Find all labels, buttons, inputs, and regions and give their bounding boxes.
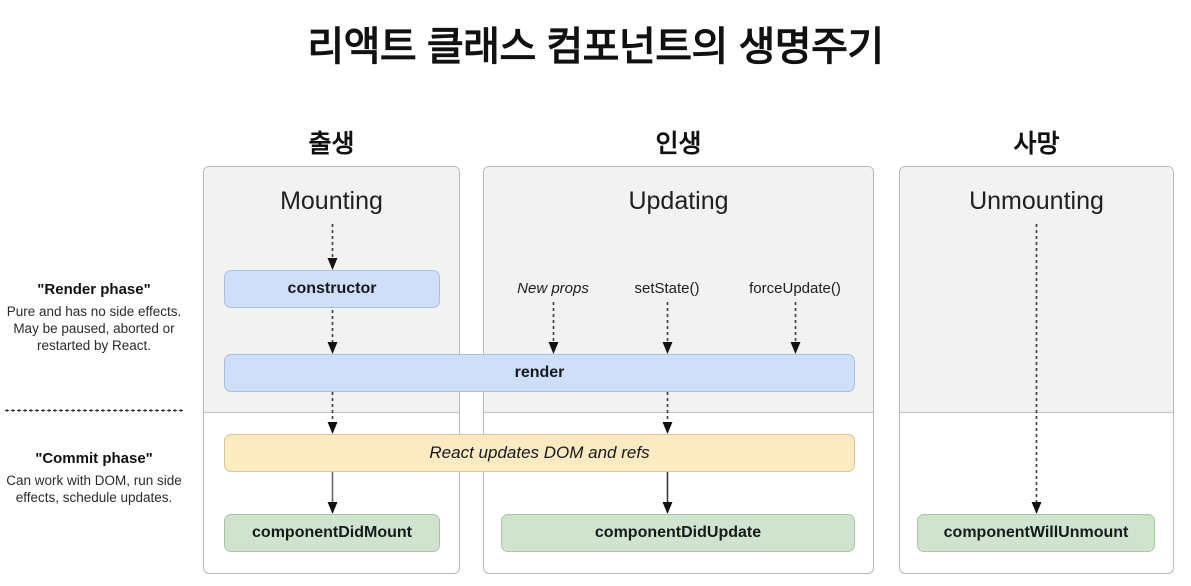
arrow-unmounting-to-component-will-unmount	[1030, 224, 1043, 515]
panel-unmounting-title: Unmounting	[969, 187, 1104, 215]
panel-updating-title: Updating	[628, 187, 729, 215]
page-title: 리액트 클래스 컴포넌트의 생명주기	[307, 25, 884, 69]
arrow-react-updates-to-component-did-mount	[326, 472, 339, 515]
render-phase-note: "Render phase" Pure and has no side effe…	[0, 281, 188, 354]
column-caption-life: 인생	[655, 130, 702, 158]
commit-phase-note-body: Can work with DOM, run side effects, sch…	[6, 473, 182, 505]
trigger-label-set-state: setState()	[634, 280, 700, 297]
panel-mounting-title: Mounting	[280, 187, 383, 215]
render-phase-note-body: Pure and has no side effects. May be pau…	[6, 304, 182, 353]
render-phase-note-title: "Render phase"	[37, 281, 151, 298]
lifecycle-box-component-will-unmount[interactable]: componentWillUnmount	[917, 514, 1155, 552]
commit-phase-note: "Commit phase" Can work with DOM, run si…	[0, 450, 188, 506]
lifecycle-box-react-updates-dom-and-refs[interactable]: React updates DOM and refs	[224, 434, 855, 472]
arrow-mounting-to-constructor	[326, 224, 339, 271]
trigger-label-new-props: New props	[517, 280, 589, 297]
lifecycle-box-component-did-mount[interactable]: componentDidMount	[224, 514, 440, 552]
arrow-react-updates-to-component-did-update	[661, 472, 674, 515]
arrow-constructor-to-render	[326, 310, 339, 355]
arrow-render-to-react-updates-mounting	[326, 392, 339, 435]
commit-phase-note-title: "Commit phase"	[35, 450, 153, 467]
trigger-label-force-update: forceUpdate()	[749, 280, 841, 297]
arrow-new-props-to-render	[547, 302, 560, 355]
lifecycle-box-constructor[interactable]: constructor	[224, 270, 440, 308]
column-caption-death: 사망	[1013, 130, 1060, 158]
column-caption-birth: 출생	[308, 130, 355, 158]
arrow-set-state-to-render	[661, 302, 674, 355]
phase-divider-dotted-line	[4, 409, 183, 412]
arrow-render-to-react-updates-updating	[661, 392, 674, 435]
arrow-force-update-to-render	[789, 302, 802, 355]
lifecycle-box-render[interactable]: render	[224, 354, 855, 392]
lifecycle-box-component-did-update[interactable]: componentDidUpdate	[501, 514, 855, 552]
